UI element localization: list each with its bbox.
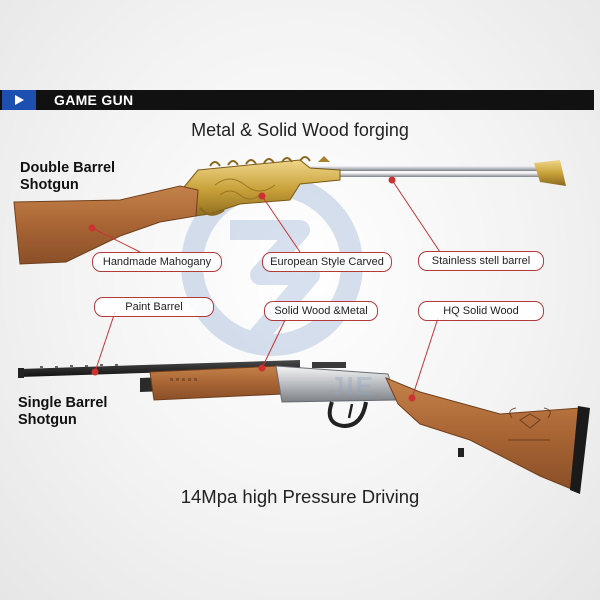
single-barrel-label: Single Barrel Shotgun <box>18 395 107 429</box>
callout-hq-solid-wood: HQ Solid Wood <box>418 301 544 321</box>
double-barrel-label-line2: Shotgun <box>20 177 79 193</box>
single-barrel-label-line2: Shotgun <box>18 412 77 428</box>
heading-pressure-driving: 14Mpa high Pressure Driving <box>180 486 420 507</box>
double-barrel-label-line1: Double Barrel <box>20 160 116 176</box>
play-triangle-icon <box>2 90 36 110</box>
callout-solid-wood-metal: Solid Wood &Metal <box>264 301 378 321</box>
single-barrel-label-line1: Single Barrel <box>18 395 108 411</box>
callout-stainless-barrel: Stainless stell barrel <box>418 251 544 271</box>
callout-leader-lines <box>88 176 441 402</box>
double-barrel-label: Double Barrel Shotgun <box>20 160 115 194</box>
heading-metal-solid-wood: Metal & Solid Wood forging <box>191 120 409 140</box>
callout-european-style-carved: European Style Carved <box>262 252 392 272</box>
callout-paint-barrel: Paint Barrel <box>94 297 214 317</box>
brand-watermark-text: JIE <box>330 371 376 401</box>
section-header-title: GAME GUN <box>54 92 134 108</box>
double-barrel-shotgun-image <box>13 156 566 265</box>
callout-handmade-mahogany: Handmade Mahogany <box>92 252 222 272</box>
single-barrel-shotgun-image <box>18 360 590 494</box>
section-header-bar: GAME GUN <box>0 90 594 110</box>
